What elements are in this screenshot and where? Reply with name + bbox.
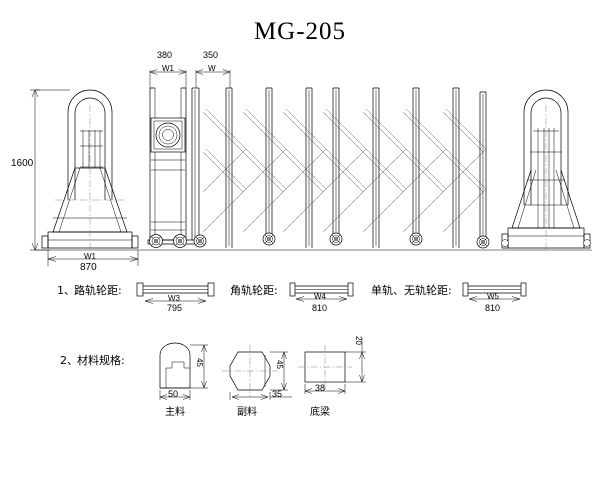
profile-main-name: 主料 [165, 407, 185, 418]
wheel [409, 232, 423, 246]
note1-index: 1、 [57, 284, 75, 297]
dim-label-380: 380 [157, 50, 173, 60]
wheel [262, 232, 276, 246]
right-post [501, 89, 591, 252]
dim-label-1600: 1600 [11, 158, 34, 169]
note1b-value-810: 810 [312, 303, 328, 313]
dim-column-widths [149, 69, 231, 88]
wheel [329, 232, 343, 246]
wheel [193, 234, 207, 248]
profile-sub-width: 35 [272, 389, 283, 399]
note1-label: 路轨轮距: [74, 284, 122, 297]
profile-beam-name: 底梁 [310, 407, 330, 418]
profile-sub-shape [222, 345, 292, 400]
wheel [149, 234, 163, 248]
profile-main-width: 50 [168, 389, 179, 399]
drive-column [147, 87, 205, 245]
profile-beam-width: 38 [315, 383, 326, 393]
dim-height-1600 [30, 89, 70, 251]
note1b-bar [289, 282, 354, 302]
drawing-title: MG-205 [253, 18, 347, 45]
profile-main-height: 45 [195, 358, 204, 367]
scissor-lattice [202, 87, 487, 248]
note1c-bar [462, 282, 527, 302]
profile-beam-height: 20 [354, 336, 363, 345]
dim-code-w-top: W [208, 64, 216, 73]
note1b-label: 角轨轮距: [230, 284, 278, 297]
dim-base-870 [47, 250, 139, 266]
profile-beam-shape [298, 338, 366, 394]
note2-index: 2、 [60, 354, 78, 367]
wheels [149, 232, 490, 249]
note2-label: 材料规格: [77, 354, 125, 367]
profile-sub-name: 副料 [237, 407, 257, 418]
dim-label-350: 350 [203, 50, 219, 60]
left-post [41, 89, 139, 250]
profile-main-shape [159, 342, 208, 400]
note1-bar [136, 282, 215, 304]
wheel [173, 234, 187, 248]
profile-sub-height: 45 [275, 360, 284, 369]
note1-code-w3: W3 [168, 294, 180, 303]
dim-code-w1-top: W1 [162, 64, 174, 73]
note1-value-795: 795 [167, 303, 183, 313]
note1c-code-w5: W5 [487, 292, 499, 301]
note1c-value-810: 810 [485, 303, 501, 313]
note1b-code-w4: W4 [314, 292, 326, 301]
lattice-posts [225, 87, 487, 248]
dim-code-w1-base: W1 [84, 252, 96, 261]
note1c-label: 单轨、无轨轮距: [371, 284, 452, 297]
wheel [476, 235, 490, 249]
dim-label-870: 870 [80, 262, 97, 273]
